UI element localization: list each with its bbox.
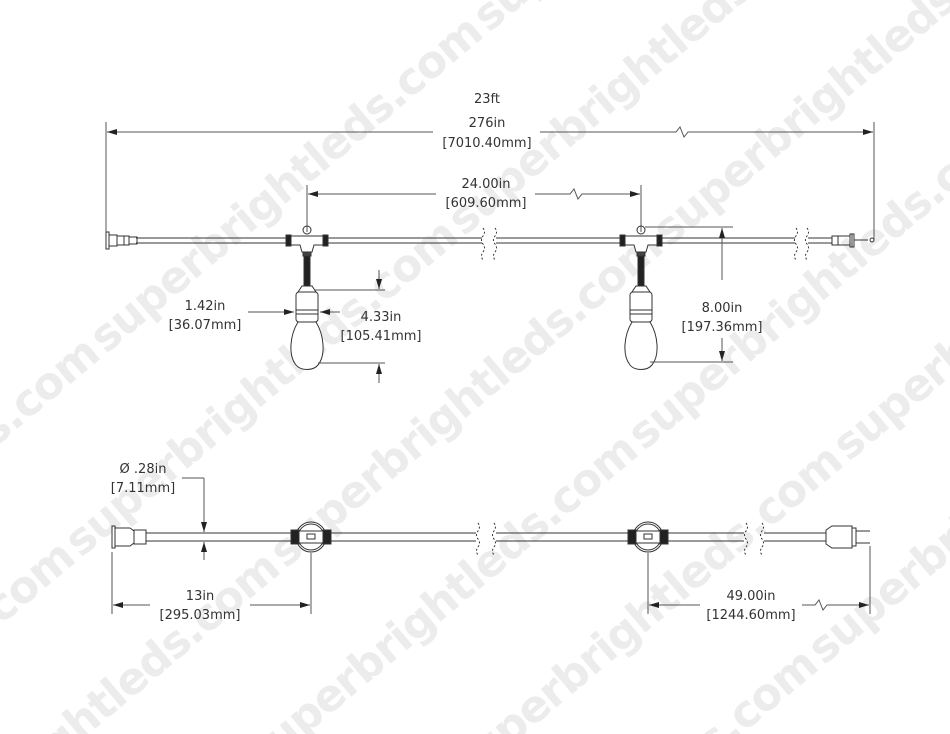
bulb-height-dimension bbox=[315, 270, 385, 383]
drop-height-mm: [197.36mm] bbox=[682, 320, 763, 335]
socket-diameter-inches: 1.42in bbox=[185, 299, 226, 314]
drop-height-inches: 8.00in bbox=[702, 301, 743, 316]
pendant-socket-2 bbox=[619, 225, 663, 370]
female-end-connector-bottom bbox=[111, 525, 147, 549]
first-socket-offset-mm: [295.03mm] bbox=[160, 608, 241, 623]
cable-diameter-dimension bbox=[182, 477, 207, 560]
cable-diameter-mm: [7.11mm] bbox=[111, 481, 175, 496]
bottom-view-labels: Ø .28in [7.11mm] 13in [295.03mm] 49.00in… bbox=[111, 462, 796, 623]
bottom-cable bbox=[146, 522, 826, 556]
first-socket-offset-inches: 13in bbox=[186, 589, 214, 604]
bottom-view bbox=[111, 477, 871, 614]
last-socket-to-plug-inches: 49.00in bbox=[726, 589, 775, 604]
bulb-spacing-mm: [609.60mm] bbox=[446, 196, 527, 211]
cable-diameter-inches: Ø .28in bbox=[120, 462, 167, 477]
first-socket-offset-dimension bbox=[111, 552, 312, 614]
overall-length-inches: 276in bbox=[469, 116, 506, 131]
svg-text:superbrightleds.com: superbrightleds.com bbox=[55, 209, 467, 566]
overall-length-dimension bbox=[105, 122, 875, 240]
svg-text:superbrightleds.com: superbrightleds.com bbox=[80, 6, 492, 363]
top-view bbox=[105, 122, 875, 383]
socket-1-top-view bbox=[290, 521, 332, 553]
socket-diameter-mm: [36.07mm] bbox=[169, 318, 242, 333]
bulb-spacing-dimension bbox=[306, 185, 642, 232]
bulb-height-inches: 4.33in bbox=[361, 310, 402, 325]
socket-2-top-view bbox=[627, 521, 669, 553]
bulb-height-mm: [105.41mm] bbox=[341, 329, 422, 344]
svg-text:superbrightleds.com: superbrightleds.com bbox=[260, 220, 672, 577]
overall-length-feet: 23ft bbox=[474, 92, 500, 107]
drop-height-dimension bbox=[645, 226, 733, 363]
top-view-labels: 23ft 276in [7010.40mm] 24.00in [609.60mm… bbox=[169, 92, 763, 344]
last-socket-to-plug-dimension bbox=[647, 546, 871, 614]
bulb-spacing-inches: 24.00in bbox=[461, 177, 510, 192]
pendant-socket-1 bbox=[285, 225, 329, 370]
male-plug-top bbox=[831, 233, 875, 248]
last-socket-to-plug-mm: [1244.60mm] bbox=[706, 608, 795, 623]
overall-length-mm: [7010.40mm] bbox=[442, 136, 531, 151]
female-end-connector-top bbox=[105, 231, 138, 250]
male-plug-bottom bbox=[825, 525, 870, 549]
